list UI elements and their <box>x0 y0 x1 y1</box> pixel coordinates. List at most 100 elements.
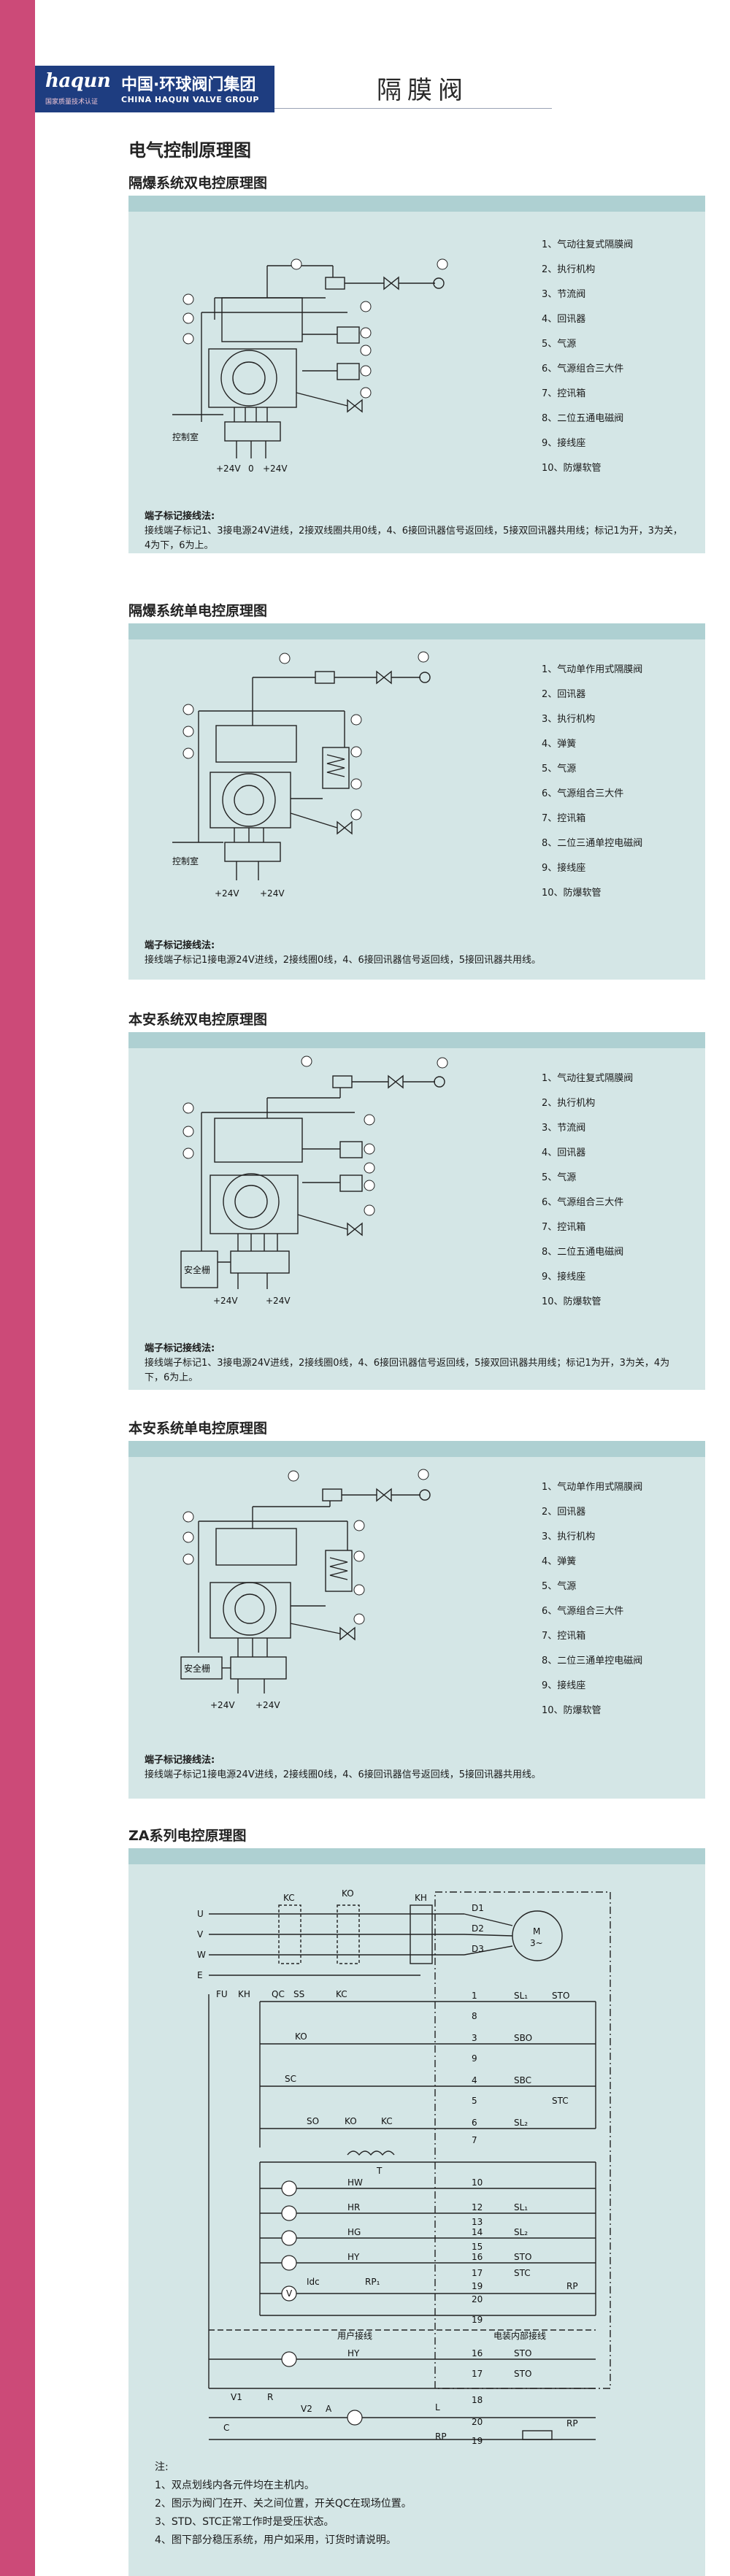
resistor-r: R <box>267 2392 273 2402</box>
left-accent-stripe <box>0 0 35 2576</box>
section-title-3: 本安系统双电控原理图 <box>128 1012 268 1028</box>
legend-item: 7、控讯箱 <box>542 388 586 399</box>
phase-u: U <box>197 1909 204 1919</box>
legend-item: 8、二位三通单控电磁阀 <box>542 1656 643 1666</box>
switch-so: SO <box>307 2116 319 2126</box>
voltmeter-label: V <box>286 2288 293 2299</box>
legend-item: 1、气动往复式隔膜阀 <box>542 239 634 250</box>
legend-item: 6、气源组合三大件 <box>542 1606 624 1617</box>
component-legend-3: 1、气动往复式隔膜阀 2、执行机构 3、节流阀 4、回讯器 5、气源 6、气源组… <box>542 1070 633 1318</box>
header-divider <box>274 108 552 109</box>
contact-ko: KO <box>295 2031 307 2042</box>
pneumatic-diagram-1: 控制室 +24V 0 +24V <box>172 258 448 474</box>
legend-item: 5、气源 <box>542 764 577 774</box>
terminal-title: 端子标记接线法: <box>145 1343 215 1354</box>
terminal-17-lower: 17 <box>472 2369 483 2379</box>
legend-item: 2、回讯器 <box>542 1507 586 1518</box>
legend-item: 7、控讯箱 <box>542 813 586 824</box>
terminal-10: 10 <box>472 2177 483 2188</box>
terminal-19b: 19 <box>472 2315 483 2325</box>
za-diagram-panel: U V W E KC KO KH FU KH QC SS KC KO SC SO… <box>128 1848 705 2576</box>
terminal-20: 20 <box>472 2294 483 2304</box>
section-title-1: 隔爆系统双电控原理图 <box>128 175 268 191</box>
terminal-title: 端子标记接线法: <box>145 1755 215 1766</box>
terminal-wiring-note-3: 端子标记接线法: 接线端子标记1、3接电源24V进线，2接线圈0线，4、6接回讯… <box>145 1342 685 1385</box>
switch-sl2: SL₂ <box>514 2118 528 2128</box>
section-title-za: ZA系列电控原理图 <box>128 1828 247 1844</box>
terminal-13: 13 <box>472 2217 483 2227</box>
resistor-rp-lower: RP <box>566 2418 578 2429</box>
voltage-label-2: +24V <box>263 464 288 474</box>
terminal-text: 接线端子标记1、3接电源24V进线，2接双线圈共用0线，4、6接回讯器信号返回线… <box>145 526 683 551</box>
rp1-label: RP₁ <box>365 2277 380 2287</box>
page-title: 电气控制原理图 <box>128 140 251 161</box>
component-legend-4: 1、气动单作用式隔膜阀 2、回讯器 3、执行机构 4、弹簧 5、气源 6、气源组… <box>542 1479 642 1727</box>
voltage-label-1: +24V <box>216 464 241 474</box>
terminal-1: 1 <box>472 1991 477 2001</box>
barrier-label: 安全栅 <box>184 1663 210 1674</box>
contact-kc3: KC <box>381 2116 393 2126</box>
note-item: 1、双点划线内各元件均在主机内。 <box>155 2480 315 2491</box>
switch-sto-lower-1: STO <box>514 2348 531 2358</box>
logo-company-en: CHINA HAQUN VALVE GROUP <box>121 95 259 104</box>
diagram-panel-4: 安全栅 +24V +24V 1、气动单作用式隔膜阀 2、回讯器 3、执行机构 4… <box>128 1441 705 1799</box>
terminal-text: 接线端子标记1接电源24V进线，2接线圈0线，4、6接回讯器信号返回线，5接回讯… <box>145 1769 542 1780</box>
voltage-label-1: +24V <box>210 1700 235 1710</box>
legend-item: 5、气源 <box>542 1172 577 1183</box>
voltage-label-2: +24V <box>256 1700 280 1710</box>
page-header: haqun 国家质量技术认证 中国·环球阀门集团 CHINA HAQUN VAL… <box>35 66 730 112</box>
contact-ko3: KO <box>345 2116 357 2126</box>
fuse-label: FU <box>216 1989 228 1999</box>
legend-item: 4、弹簧 <box>542 1556 577 1567</box>
legend-item: 1、气动单作用式隔膜阀 <box>542 664 643 675</box>
terminal-17: 17 <box>472 2268 483 2278</box>
terminal-20-lower: 20 <box>472 2417 483 2427</box>
phase-e: E <box>197 1970 203 1980</box>
terminal-14: 14 <box>472 2227 483 2237</box>
contactor-ko: KO <box>342 1888 354 1899</box>
contactor-kc: KC <box>283 1893 295 1903</box>
terminal-16-lower: 16 <box>472 2348 483 2358</box>
contact-kc: KC <box>336 1989 347 1999</box>
legend-item: 3、节流阀 <box>542 289 586 300</box>
idc-label: Idc <box>307 2277 320 2287</box>
panel-band <box>128 1032 705 1048</box>
voltage-label-1: +24V <box>213 1296 238 1306</box>
legend-item: 9、接线座 <box>542 1272 586 1283</box>
legend-item: 9、接线座 <box>542 438 586 449</box>
legend-item: 4、弹簧 <box>542 739 577 750</box>
note-heading: 注: <box>155 2461 169 2473</box>
voltage-label-2: +24V <box>266 1296 291 1306</box>
diagram-panel-2: 控制室 +24V +24V 1、气动单作用式隔膜阀 2、回讯器 3、执行机构 4… <box>128 623 705 980</box>
control-room-label: 控制室 <box>172 856 199 866</box>
brand-logo[interactable]: haqun 国家质量技术认证 中国·环球阀门集团 CHINA HAQUN VAL… <box>35 66 274 112</box>
switch-ss: SS <box>293 1989 304 1999</box>
zener-v2: V2 <box>301 2404 312 2414</box>
component-legend-2: 1、气动单作用式隔膜阀 2、回讯器 3、执行机构 4、弹簧 5、气源 6、气源组… <box>542 661 642 910</box>
terminal-7: 7 <box>472 2135 477 2145</box>
switch-sto: STO <box>552 1991 569 2001</box>
note-item: 3、STD、STC正常工作时是受压状态。 <box>155 2516 334 2528</box>
lamp-hw: HW <box>347 2177 363 2188</box>
legend-item: 3、执行机构 <box>542 714 596 725</box>
pneumatic-diagram-4: 安全栅 +24V +24V <box>180 1469 431 1710</box>
switch-sl2-mid: SL₂ <box>514 2227 528 2237</box>
legend-item: 10、防爆软管 <box>542 1296 602 1307</box>
rp-label-lower: RP <box>435 2431 447 2442</box>
lamp-hr: HR <box>347 2202 360 2212</box>
product-title: 隔膜阀 <box>377 76 469 105</box>
logo-tagline: 国家质量技术认证 <box>45 99 99 106</box>
note-item: 2、图示为阀门在开、关之间位置，开关QC在现场位置。 <box>155 2498 412 2510</box>
panel-band <box>128 196 705 212</box>
relay-kh2: KH <box>238 1989 250 1999</box>
legend-item: 8、二位三通单控电磁阀 <box>542 838 643 849</box>
switch-sbo: SBO <box>514 2033 532 2043</box>
section-title-2: 隔爆系统单电控原理图 <box>128 603 268 619</box>
control-room-label: 控制室 <box>172 431 199 442</box>
legend-item: 1、气动往复式隔膜阀 <box>542 1073 634 1084</box>
terminal-8: 8 <box>472 2011 477 2021</box>
switch-sto-lower-2: STO <box>514 2369 531 2379</box>
legend-item: 4、回讯器 <box>542 1147 586 1158</box>
motor-label: M <box>533 1926 540 1937</box>
diode-v1: V1 <box>231 2392 242 2402</box>
